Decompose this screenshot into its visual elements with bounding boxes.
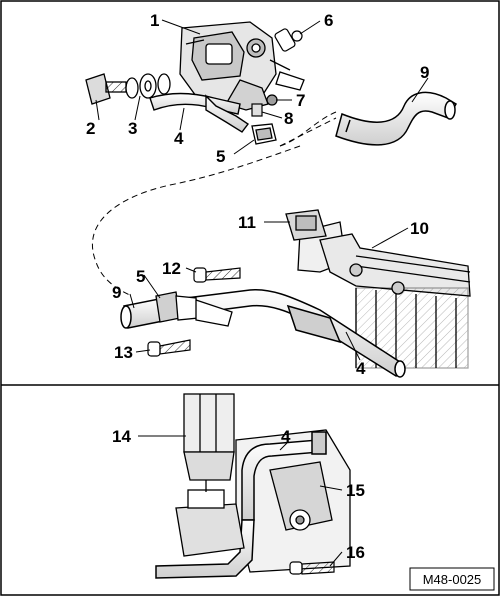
callout-9-top: 9 [420,63,429,82]
bracket-part-10 [297,221,471,369]
leader-lines [95,19,429,567]
callout-labels: 1 2 3 4 5 6 7 8 9 9 10 11 12 5 13 4 14 4… [86,11,429,562]
pump-assembly [179,21,305,111]
callout-8: 8 [284,109,293,128]
module-part-14 [183,393,235,481]
callout-5-lower: 5 [136,267,145,286]
callout-5: 5 [216,147,225,166]
bolt-part-6 [274,28,303,52]
banjo-bolt-part-2 [85,73,127,105]
hose-part-9-top [335,91,458,146]
bolt-part-12 [193,267,241,283]
lower-housing [175,480,245,557]
routing-path [91,111,337,297]
callout-15: 15 [346,481,365,500]
callout-10: 10 [410,219,429,238]
fuel-line-part-4-top [149,92,250,133]
callout-3: 3 [128,119,137,138]
bolt-part-13 [147,339,191,357]
callout-2: 2 [86,119,95,138]
fuel-line-part-4-bottom [155,431,327,579]
callout-4-middle: 4 [356,359,366,378]
figure-reference-text: M48-0025 [423,572,482,587]
clip-part-5-lower [155,291,233,327]
callout-4-bottom: 4 [281,427,291,446]
callout-1: 1 [150,11,159,30]
callout-9-lower: 9 [112,283,121,302]
callout-16: 16 [346,543,365,562]
connector-part-11 [285,209,327,241]
callout-13: 13 [114,343,133,362]
callout-6: 6 [324,11,333,30]
routing-path-2 [279,117,337,147]
callout-14: 14 [112,427,131,446]
callout-11: 11 [238,213,256,232]
callout-4: 4 [174,129,184,148]
clip-part-5-top [251,123,277,145]
callout-7: 7 [296,91,305,110]
figure-reference: M48-0025 [409,567,495,591]
bolt-part-16 [289,561,335,575]
fittings-part-7-8 [251,94,278,117]
callout-12: 12 [162,259,181,278]
fuel-line-part-4-middle [185,288,406,378]
washers-part-3 [125,73,171,99]
engine-block-part-15 [235,429,351,573]
